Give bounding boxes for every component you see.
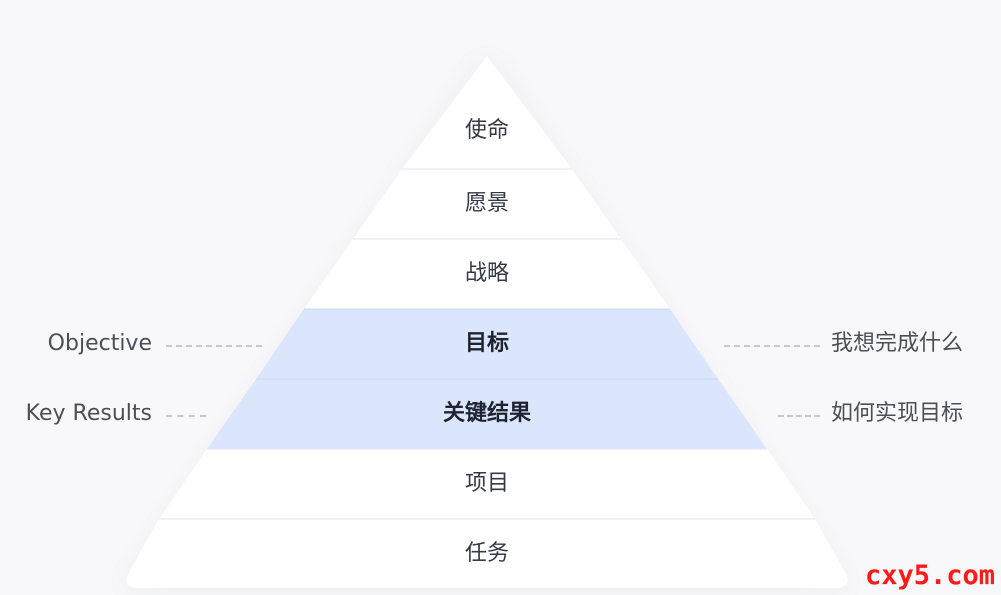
leader-line-key-results-left	[166, 415, 206, 417]
layer-label-project: 项目	[464, 471, 509, 496]
leader-line-objective-right	[724, 345, 820, 347]
layer-label-task: 任务	[464, 541, 509, 566]
layer-label-key-results: 关键结果	[442, 401, 531, 426]
annotation-key-results-en: Key Results	[25, 401, 152, 426]
layer-label-strategy: 战略	[464, 261, 509, 286]
annotation-objective-en: Objective	[47, 331, 152, 356]
pyramid-layer-1	[402, 56, 572, 169]
annotation-key-results-zh: 如何实现目标	[831, 401, 964, 426]
pyramid-layer-3	[304, 239, 670, 309]
annotation-objective-zh: 我想完成什么	[831, 331, 964, 356]
site-watermark: cxy5.com	[864, 560, 995, 591]
layer-label-vision: 愿景	[464, 191, 509, 216]
layer-label-mission: 使命	[464, 118, 509, 143]
layer-label-objective: 目标	[464, 331, 509, 356]
pyramid-layer-2	[353, 169, 621, 239]
pyramid-layer-6	[159, 449, 815, 519]
pyramid-layer-5	[207, 379, 767, 449]
leader-line-key-results-right	[778, 415, 820, 417]
pyramid-layer-7	[126, 519, 848, 588]
pyramid-layer-4	[256, 309, 718, 379]
leader-line-objective-left	[166, 345, 262, 347]
